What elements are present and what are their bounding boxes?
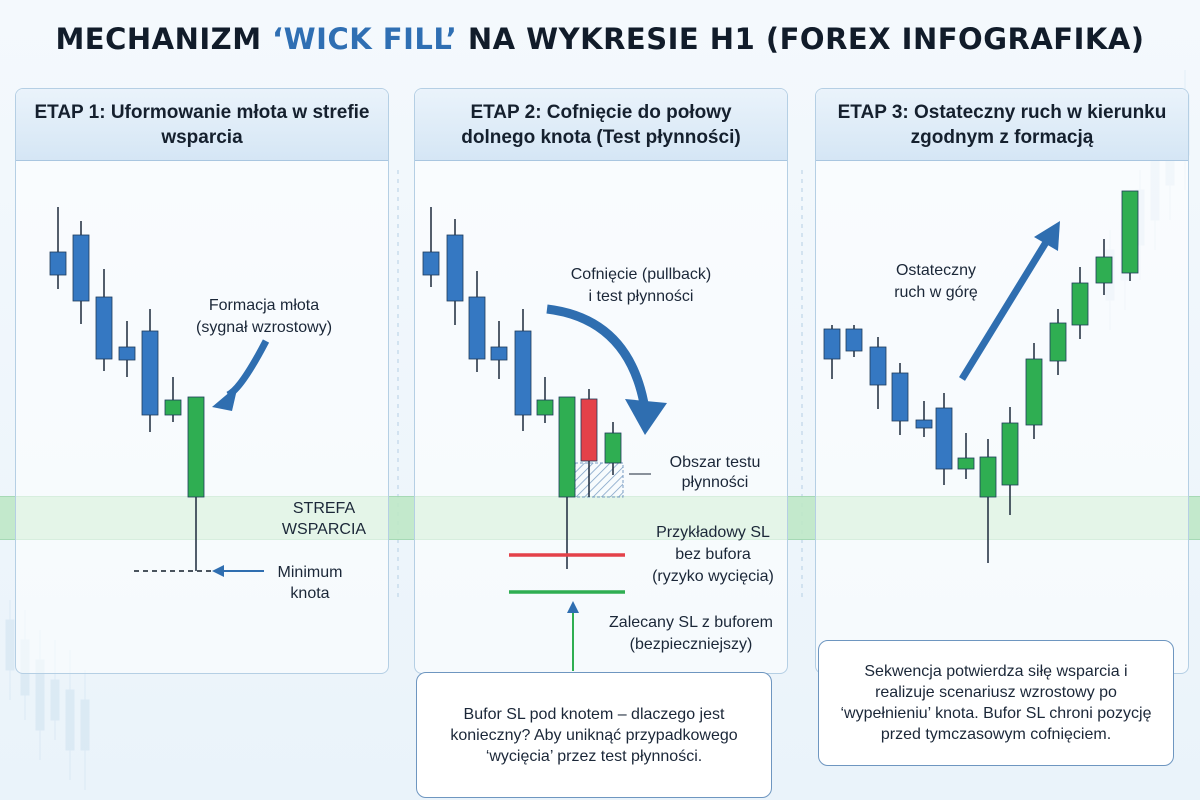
title-highlight: ‘WICK FILL’ <box>272 22 458 56</box>
panel-stage-3: Ostateczny ruch w górę ETAP 3: Ostateczn… <box>815 88 1189 674</box>
hammer-label-2: (sygnał wzrostowy) <box>196 319 332 336</box>
wick-min-label-2: knota <box>290 585 329 602</box>
bullish-candle <box>1071 282 1089 326</box>
bullish-candle <box>979 456 997 498</box>
title-prefix: MECHANIZM <box>55 22 273 56</box>
bearish-candle <box>845 328 863 352</box>
hammer-label-1: Formacja młota <box>209 297 319 314</box>
pullback-label-2: i test płynności <box>589 288 694 305</box>
bearish-candle <box>891 372 909 422</box>
final-move-arrow <box>959 237 1051 381</box>
bearish-candle <box>95 296 113 360</box>
bearish-candle <box>490 346 508 361</box>
title-suffix: NA WYKRESIE H1 (FOREX INFOGRAFIKA) <box>457 22 1145 56</box>
hammer-arrow <box>226 339 270 399</box>
final-move-arrowhead <box>1034 221 1060 251</box>
pullback-arrowhead <box>625 399 667 435</box>
bearish-candle <box>72 234 90 302</box>
stage-3-note: Sekwencja potwierdza siłę wsparcia i rea… <box>818 640 1174 766</box>
bullish-candle <box>536 399 554 416</box>
test-area-label-2: płynności <box>682 474 749 491</box>
bullish-candle <box>1049 322 1067 362</box>
bearish-candle <box>118 346 136 361</box>
bearish-candle <box>514 330 532 416</box>
bullish-candle <box>1001 422 1019 486</box>
stage-3-chart: Ostateczny ruch w górę <box>823 190 1139 563</box>
stage-1-header: ETAP 1: Uformowanie młota w strefie wspa… <box>16 89 388 161</box>
pullback-arrow <box>546 304 650 410</box>
bearish-candle <box>935 407 953 470</box>
bearish-candle <box>422 251 440 276</box>
final-move-label-1: Ostateczny <box>896 262 976 279</box>
bearish-candle <box>468 296 486 360</box>
candles-stage-3 <box>823 190 1139 563</box>
zone-label-2: WSPARCIA <box>282 521 366 538</box>
bullish-candle <box>164 399 182 416</box>
pullback-label-1: Cofnięcie (pullback) <box>571 266 712 283</box>
candles-stage-1 <box>49 207 205 571</box>
sl-buffer-label-1: Zalecany SL z buforem <box>609 614 773 631</box>
sl-no-buffer-label-1: Przykładowy SL <box>656 524 770 541</box>
final-move-label-2: ruch w górę <box>894 284 978 301</box>
sl-buffer-label-2: (bezpieczniejszy) <box>630 636 753 653</box>
bullish-candle <box>1025 358 1043 426</box>
bearish-candle <box>141 330 159 416</box>
bearish-candle <box>446 234 464 302</box>
wick-min-label-1: Minimum <box>278 564 343 581</box>
stage-2-chart: Cofnięcie (pullback) i test płynności Ob… <box>422 207 774 671</box>
sl-no-buffer-label-3: (ryzyko wycięcia) <box>652 568 774 585</box>
sl-no-buffer-label-2: bez bufora <box>675 546 751 563</box>
bullish-candle <box>187 396 205 498</box>
candles-stage-2 <box>422 207 622 569</box>
test-area-label-1: Obszar testu <box>670 454 761 471</box>
wick-minimum-arrowhead <box>212 565 224 577</box>
note-pointer-arrowhead <box>567 601 579 613</box>
zone-label-1: STREFA <box>293 500 356 517</box>
hammer-arrowhead <box>212 385 238 411</box>
red-candle <box>580 398 598 462</box>
page-title: MECHANIZM ‘WICK FILL’ NA WYKRESIE H1 (FO… <box>0 22 1200 56</box>
panel-stage-1: Formacja młota (sygnał wzrostowy) STREFA… <box>15 88 389 674</box>
stage-1-chart: Formacja młota (sygnał wzrostowy) STREFA… <box>49 207 366 602</box>
bearish-candle <box>869 346 887 386</box>
stage-2-note: Bufor SL pod knotem – dlaczego jest koni… <box>416 672 772 798</box>
liquidity-test-area <box>574 462 624 498</box>
bullish-candle <box>957 457 975 470</box>
panel-stage-2: Cofnięcie (pullback) i test płynności Ob… <box>414 88 788 674</box>
stage-3-header: ETAP 3: Ostateczny ruch w kierunku zgodn… <box>816 89 1188 161</box>
bullish-candle <box>604 432 622 464</box>
bullish-candle <box>1121 190 1139 274</box>
bullish-candle <box>558 396 576 498</box>
bearish-candle <box>823 328 841 360</box>
bearish-candle <box>49 251 67 276</box>
bullish-candle <box>1095 256 1113 284</box>
bearish-candle <box>915 419 933 429</box>
stage-2-header: ETAP 2: Cofnięcie do połowy dolnego knot… <box>415 89 787 161</box>
